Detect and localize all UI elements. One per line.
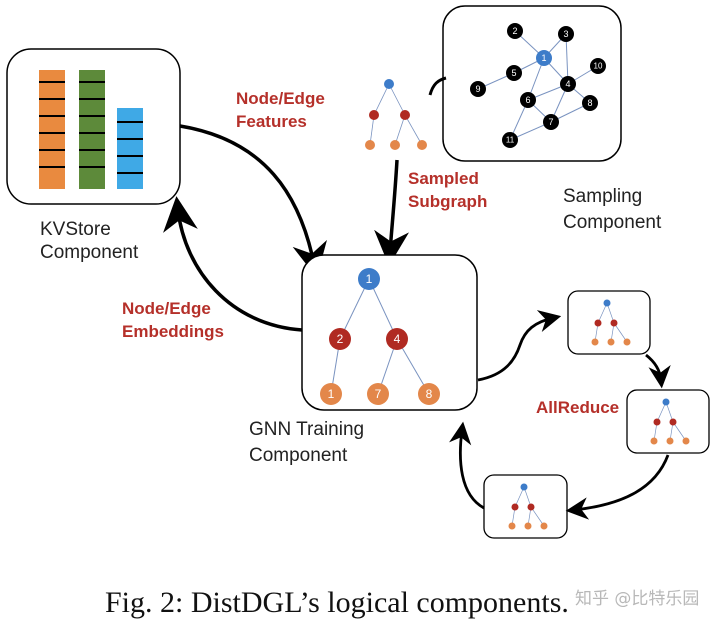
tree-node-4 [386,328,408,350]
sampling-connector-arc [428,76,447,96]
embeddings-arrow [163,196,303,332]
kvstore-component: KVStore Component [6,48,181,263]
kvstore-bar-blue [117,108,143,189]
gnn-training-component: 1 2 4 1 7 8 GNN Training Component [249,254,478,466]
graph-node-1-label: 1 [541,53,546,63]
allreduce-arrow-r2-to-r3 [565,454,670,520]
gnn-training-label-line2: Component [249,445,348,466]
tree-node-root-label: 1 [366,272,373,286]
allreduce-arrow-r3-to-gnn [449,421,485,510]
tree-node-2 [329,328,351,350]
subgraph-node-4 [400,110,410,120]
tree-node-4-label: 4 [394,332,401,346]
allreduce-arrow-r1-to-r2 [645,353,671,389]
allreduce-replica-3 [483,474,568,539]
tree-node-root [358,268,380,290]
subgraph-node-2 [369,110,379,120]
allreduce-replica-1 [567,290,651,355]
graph-node-9-label: 9 [475,84,480,94]
graph-node-4-label: 4 [565,79,570,89]
subgraph-node-leaf-8 [417,140,427,150]
tree-node-leaf-7-label: 7 [375,387,382,401]
sampled-subgraph-label-line2: Subgraph [408,192,487,211]
graph-node-7-label: 7 [548,117,553,127]
gnn-training-label-line1: GNN Training [249,419,364,440]
graph-node-11-label: 11 [506,136,515,145]
subgraph-node-root [384,79,394,89]
features-arrow [179,124,327,278]
kvstore-label-line2: Component [40,242,139,263]
graph-node-8-label: 8 [587,98,592,108]
sampling-label-line1: Sampling [563,186,642,207]
figure-caption: Fig. 2: DistDGL’s logical components. [105,586,569,619]
graph-node-11 [502,132,518,148]
sampled-subgraph-tree [365,79,427,150]
graph-node-1 [536,50,552,66]
kvstore-bar-green [79,70,105,189]
tree-node-leaf-7 [367,383,389,405]
graph-node-3 [558,26,574,42]
graph-node-10-label: 10 [594,62,603,71]
allreduce-arrow-gnn-to-r1 [477,310,562,382]
node-edge-features-label-line2: Features [236,112,307,131]
graph-node-10 [590,58,606,74]
node-edge-embeddings-label-line2: Embeddings [122,322,224,341]
tree-node-leaf-8 [418,383,440,405]
graph-node-2 [507,23,523,39]
graph-node-3-label: 3 [563,29,568,39]
kvstore-bar-orange [39,70,65,189]
tree-node-leaf-8-label: 8 [426,387,433,401]
graph-node-5 [506,65,522,81]
kvstore-label-line1: KVStore [40,219,111,240]
allreduce-replica-2 [626,389,710,454]
sampling-label-line2: Component [563,212,662,233]
graph-node-6-label: 6 [525,95,530,105]
sampled-subgraph-label-line1: Sampled [408,169,479,188]
watermark: 知乎 @比特乐园 [575,589,699,609]
graph-node-8 [582,95,598,111]
graph-node-5-label: 5 [511,68,516,78]
allreduce-label: AllReduce [536,398,619,417]
graph-node-4 [560,76,576,92]
tree-node-leaf-1 [320,383,342,405]
node-edge-features-label-line1: Node/Edge [236,89,325,108]
sampling-component: 2 1 3 5 9 10 4 6 8 7 11 Sampling Compone… [442,5,662,233]
graph-node-7 [543,114,559,130]
graph-node-6 [520,92,536,108]
subgraph-node-leaf-7 [390,140,400,150]
sampling-box [442,5,622,162]
tree-node-leaf-1-label: 1 [328,387,335,401]
sampled-subgraph-arrow [374,159,410,266]
graph-node-2-label: 2 [512,26,517,36]
tree-node-2-label: 2 [337,332,344,346]
graph-node-9 [470,81,486,97]
node-edge-embeddings-label-line1: Node/Edge [122,299,211,318]
subgraph-node-leaf-1 [365,140,375,150]
